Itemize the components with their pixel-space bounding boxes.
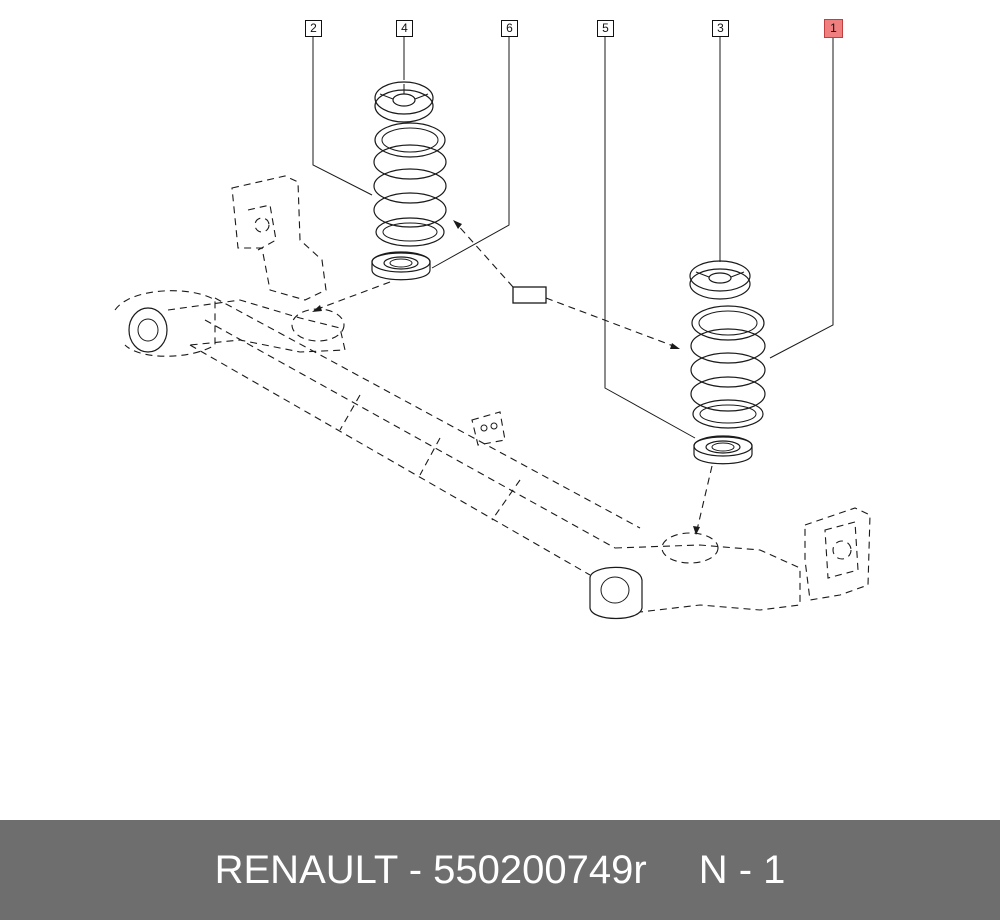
footer-bar: RENAULT - 550200749r N - 1 (0, 820, 1000, 920)
leader-lines (312, 37, 834, 439)
parts-diagram: 2 4 6 5 3 1 (114, 19, 871, 619)
rear-axle-drawing (114, 37, 871, 619)
right-coil-spring (690, 305, 766, 429)
callout-3: 3 (712, 20, 729, 37)
callout-4: 4 (396, 20, 413, 37)
note-box (453, 220, 680, 349)
callout-5: 5 (597, 20, 614, 37)
left-coil-spring (373, 122, 447, 247)
right-lower-seat (693, 435, 753, 465)
callout-6: 6 (501, 20, 518, 37)
axle-beam (114, 175, 871, 619)
quantity-label: N - 1 (698, 847, 786, 892)
brand-part-number: RENAULT - 550200749r (214, 847, 647, 892)
callout-2: 2 (305, 20, 322, 37)
left-lower-seat (371, 251, 431, 281)
left-upper-seat (374, 81, 434, 123)
assembly-arrows (312, 281, 713, 535)
right-upper-seat (689, 260, 751, 300)
callout-1-highlighted: 1 (824, 19, 843, 38)
